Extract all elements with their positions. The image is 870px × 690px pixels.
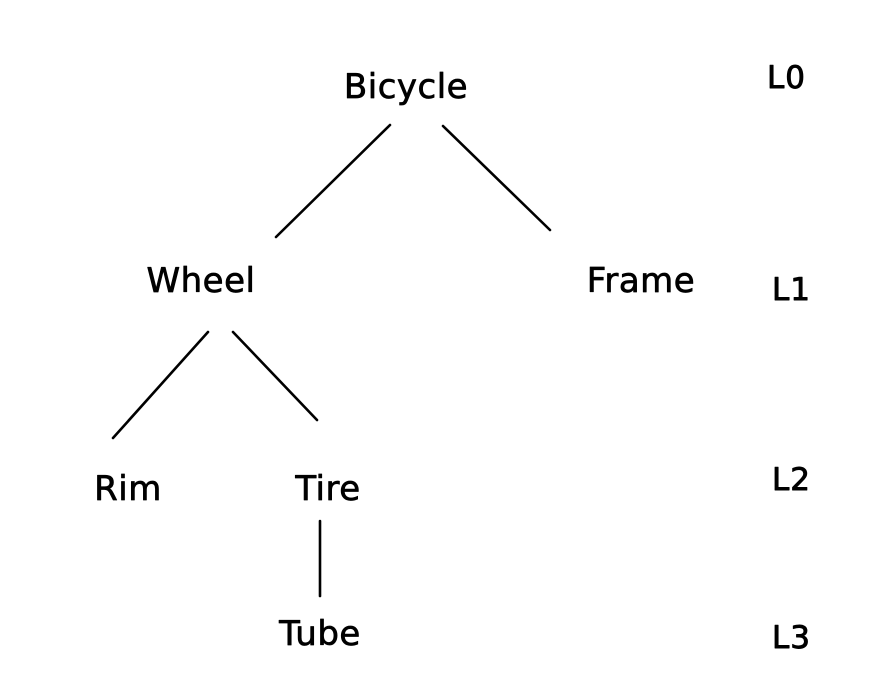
edge-wheel-rim [111,330,210,440]
node-tube[interactable]: Tube [278,614,361,655]
node-rim[interactable]: Rim [94,469,162,510]
level-label-l3: L3 [772,620,811,656]
level-label-l0: L0 [767,60,806,96]
edge-bicycle-wheel [274,123,392,239]
node-frame[interactable]: Frame [586,261,695,302]
node-bicycle[interactable]: Bicycle [344,67,468,108]
level-label-l1: L1 [772,272,811,308]
level-label-l2: L2 [772,462,811,498]
node-wheel[interactable]: Wheel [146,261,256,302]
node-tire[interactable]: Tire [294,469,361,510]
node-group: Bicycle Wheel Frame Rim Tire Tube [94,67,695,655]
edge-bicycle-frame [441,124,552,232]
edge-wheel-tire [231,330,319,422]
edge-group [111,123,552,598]
level-label-group: L0 L1 L2 L3 [767,60,811,657]
